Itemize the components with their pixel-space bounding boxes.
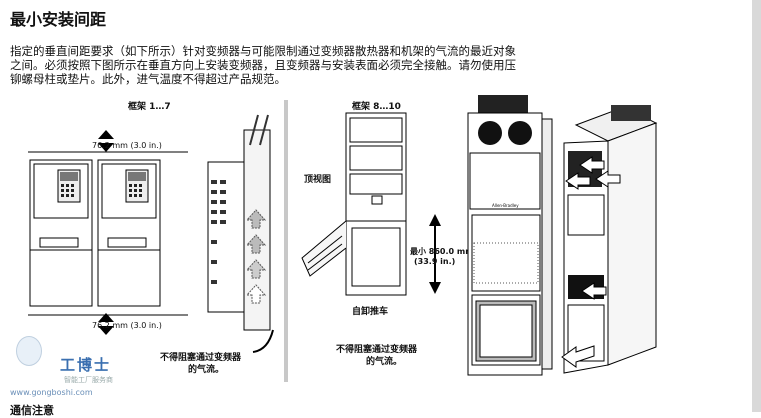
cabinet-front-diagram: Allen-Bradley (467, 95, 553, 376)
bottom-clearance-dim: 76.2 mm (3.0 in.) (92, 321, 162, 330)
page-scrollbar[interactable] (752, 0, 761, 412)
spacing-paragraph: 指定的垂直间距要求（如下所示）针对变频器与可能限制通过变频器散热器和机架的气流的… (10, 44, 710, 86)
drive-unit-1 (29, 159, 93, 307)
figure-divider (284, 100, 288, 382)
cart-label: 自卸推车 (352, 307, 389, 317)
left-airflow-note-1: 不得阻塞通过变频器 (160, 353, 242, 363)
watermark-brand: 工博士 (60, 356, 112, 374)
frame-8-10-label: 框架 8…10 (352, 102, 401, 112)
frame-1-7-label: 框架 1…7 (128, 102, 171, 112)
paragraph-line: 之间。必须按照下图所示在垂直方向上安装变频器，且变频器与安装表面必须完全接触。请… (10, 58, 516, 72)
top-view-diagram (301, 112, 441, 296)
top-clearance-dim: 76.2 mm (3.0 in.) (92, 141, 162, 150)
drive-side-view (207, 114, 274, 353)
top-view-label: 顶视图 (304, 175, 332, 185)
right-airflow-note-2: 的气流。 (366, 357, 403, 367)
paragraph-line: 指定的垂直间距要求（如下所示）针对变频器与可能限制通过变频器散热器和机架的气流的… (10, 44, 516, 58)
left-airflow-note-2: 的气流。 (188, 365, 225, 375)
cabinet-isometric-diagram (561, 105, 658, 374)
right-airflow-note-1: 不得阻塞通过变频器 (336, 345, 418, 355)
page-title: 最小安装间距 (10, 10, 107, 29)
frame-1-7-diagram (28, 114, 274, 353)
watermark-tagline: 智能工厂服务商 (64, 376, 113, 384)
next-section-heading: 通信注意 (10, 404, 54, 417)
watermark-url: www.gongboshi.com (10, 388, 93, 397)
height-dim-2: (33.9 in.) (414, 257, 456, 266)
brand-text: Allen-Bradley (492, 203, 519, 208)
paragraph-line: 铆螺母柱或垫片。此外，进气温度不得超过产品规范。 (10, 72, 286, 86)
watermark-logo-icon (16, 336, 42, 366)
height-dim-1: 最小 860.0 mm (410, 247, 474, 256)
drive-unit-2 (97, 159, 161, 307)
